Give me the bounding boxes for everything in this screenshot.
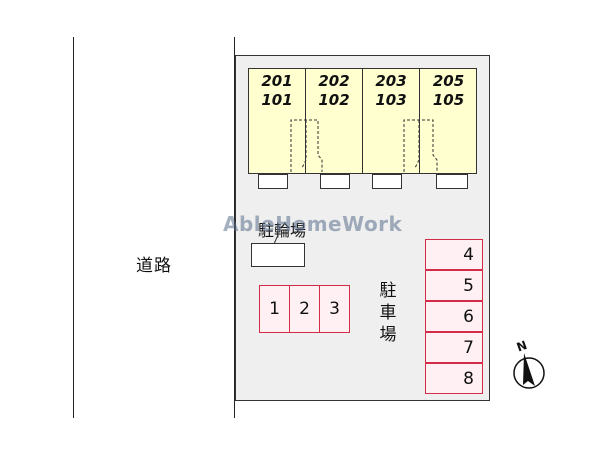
bicycle-parking-label: 駐輪場 xyxy=(258,221,307,240)
unit-205-105: 205 105 xyxy=(420,69,477,173)
unit-upper-number: 203 xyxy=(375,72,407,90)
unit-upper-number: 202 xyxy=(318,72,350,90)
staircase-right-inner xyxy=(414,120,420,169)
north-letter: N xyxy=(515,338,529,355)
road-label: 道路 xyxy=(136,256,172,276)
staircase-left-inner xyxy=(301,120,307,169)
unit-upper-number: 201 xyxy=(261,72,293,90)
parking-stall-6: 6 xyxy=(425,301,483,332)
unit-upper-number: 205 xyxy=(432,72,465,90)
unit-202-102: 202 102 xyxy=(306,69,363,173)
staircase-right xyxy=(403,119,438,172)
parking-stall-1: 1 xyxy=(259,285,290,333)
unit-lower-number: 103 xyxy=(375,91,407,109)
parking-label-char: 場 xyxy=(379,325,397,345)
unit-lower-number: 105 xyxy=(432,91,465,109)
parking-label-char: 車 xyxy=(379,303,397,323)
entrance-step xyxy=(258,174,288,189)
parking-stall-2: 2 xyxy=(289,285,320,333)
entrance-step xyxy=(436,174,468,189)
unit-203-103: 203 103 xyxy=(363,69,420,173)
entrance-step xyxy=(372,174,402,189)
parking-stall-3: 3 xyxy=(319,285,350,333)
parking-stall-4: 4 xyxy=(425,239,483,270)
road-edge-left xyxy=(73,37,74,418)
watermark: AbleHomeWork xyxy=(223,212,403,236)
parking-stall-8: 8 xyxy=(425,363,483,394)
unit-lower-number: 102 xyxy=(318,91,350,109)
parking-label: 駐 車 場 xyxy=(378,280,398,346)
parking-stall-5: 5 xyxy=(425,270,483,301)
entrance-step xyxy=(320,174,350,189)
north-arrow-icon: N xyxy=(513,338,545,389)
bicycle-label-leader xyxy=(273,234,279,245)
road-edge-right xyxy=(234,37,235,418)
staircase-left xyxy=(290,119,323,172)
parking-label-char: 駐 xyxy=(379,281,397,301)
unit-lower-number: 101 xyxy=(261,91,293,109)
parking-stall-7: 7 xyxy=(425,332,483,363)
bicycle-parking-area xyxy=(251,243,305,267)
